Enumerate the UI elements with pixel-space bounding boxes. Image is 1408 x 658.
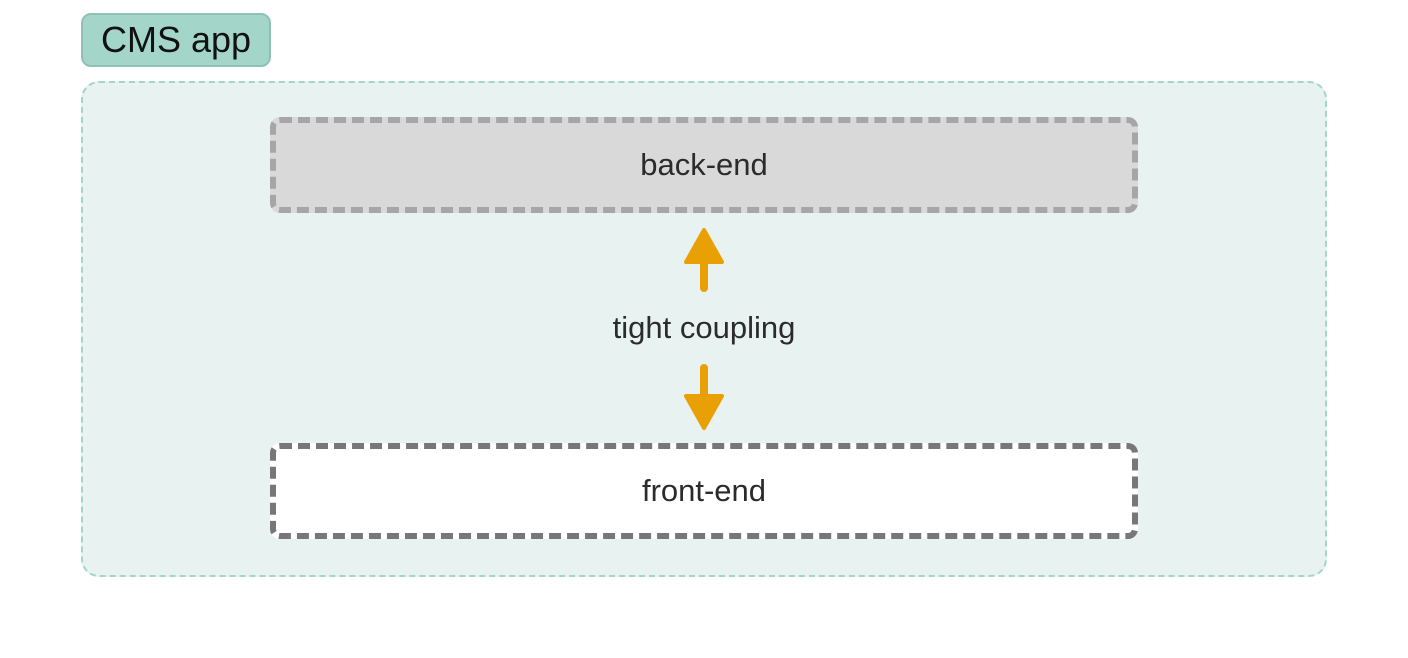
cms-app-label: CMS app	[81, 13, 271, 67]
arrow-down-icon	[684, 364, 724, 430]
front-end-label: front-end	[641, 473, 767, 508]
back-end-label: back-end	[640, 147, 768, 182]
front-end-box: front-end	[270, 443, 1138, 539]
back-end-box: back-end	[270, 117, 1138, 213]
tight-coupling-label: tight coupling	[612, 310, 796, 345]
arrow-up-icon	[684, 228, 724, 292]
